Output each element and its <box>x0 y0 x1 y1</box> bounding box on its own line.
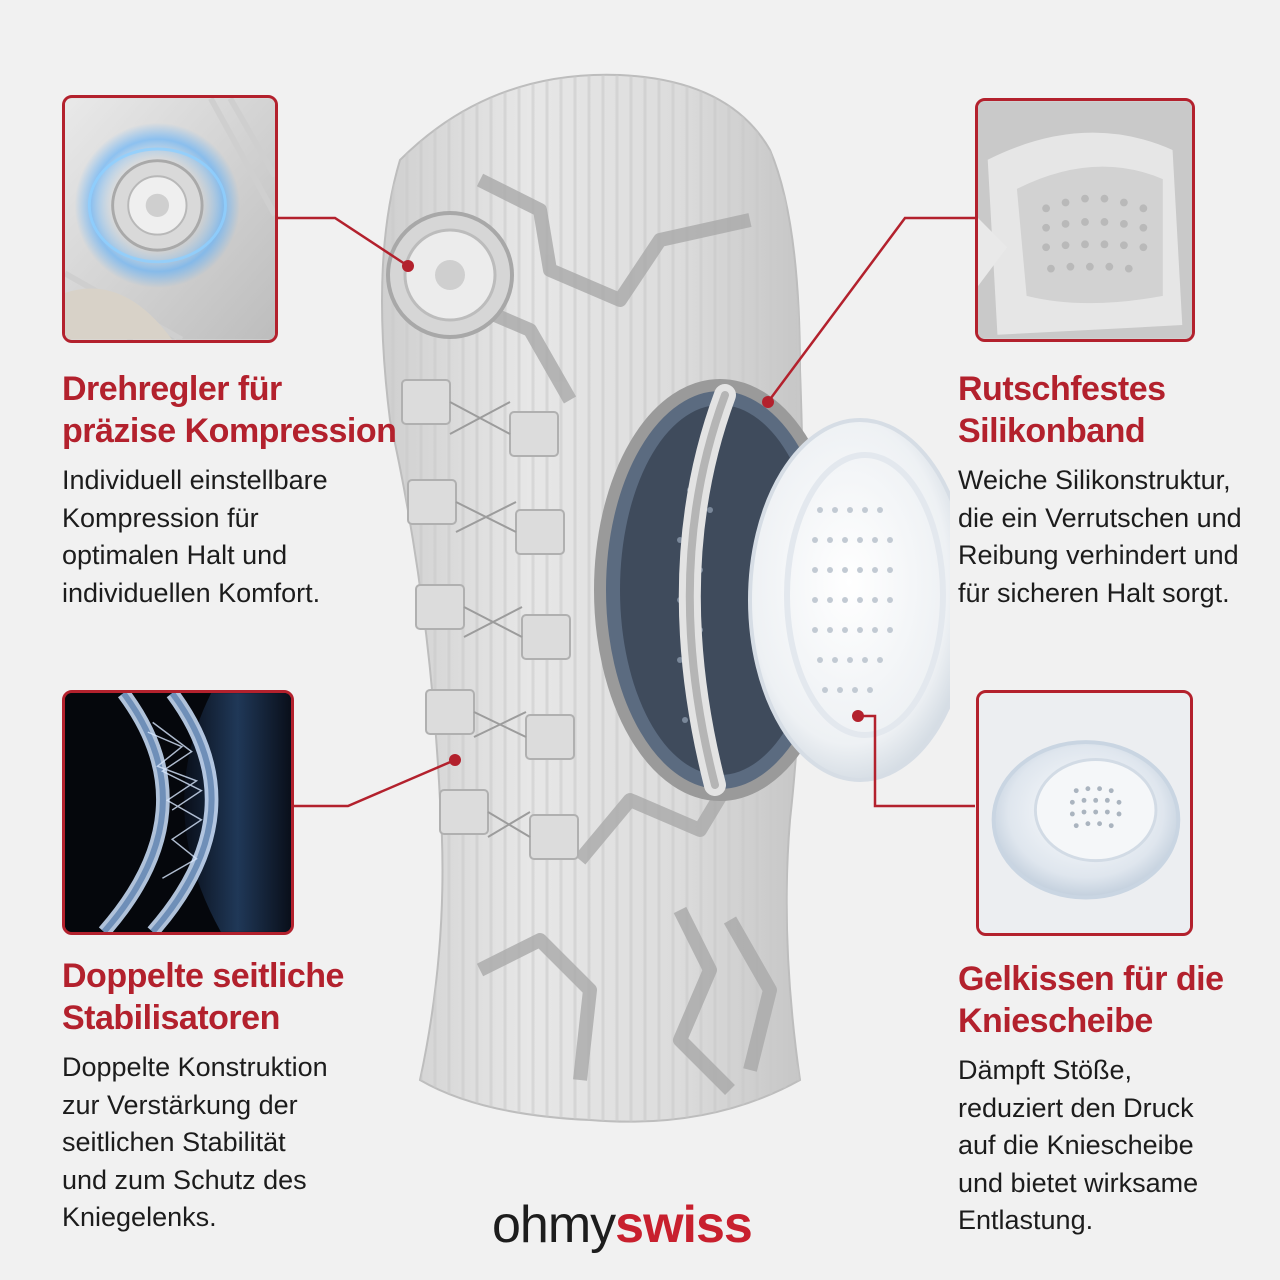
stabilizers-xray-illustration <box>65 693 291 932</box>
feature-stabilizers-title: Doppelte seitliche Stabilisatoren <box>62 957 344 1037</box>
brand-logo: ohmyswiss <box>492 1195 753 1255</box>
dial-closeup-illustration <box>65 98 275 340</box>
feature-dial: Drehregler für präzise Kompression Indiv… <box>62 368 422 612</box>
knee-brace-product-image <box>330 40 950 1180</box>
brand-logo-part2: swiss <box>615 1196 753 1254</box>
feature-silicone-title: Rutschfestes Silikonband <box>958 370 1166 450</box>
dial-detail-image <box>62 95 278 343</box>
feature-dial-title: Drehregler für präzise Kompression <box>62 370 397 450</box>
silicone-band-detail-image <box>975 98 1195 342</box>
feature-gel: Gelkissen für die Kniescheibe Dämpft Stö… <box>958 958 1268 1240</box>
silicone-closeup-illustration <box>978 101 1192 339</box>
stabilizers-detail-image <box>62 690 294 935</box>
feature-stabilizers: Doppelte seitliche Stabilisatoren Doppel… <box>62 955 382 1237</box>
knee-brace-illustration <box>381 73 950 1123</box>
gel-pad-illustration <box>979 693 1190 933</box>
feature-silicone-text: Weiche Silikonstruktur, die ein Verrutsc… <box>958 465 1242 608</box>
gel-pad-detail-image <box>976 690 1193 936</box>
feature-gel-text: Dämpft Stöße, reduziert den Druck auf di… <box>958 1055 1199 1235</box>
brand-logo-part1: ohmy <box>492 1196 616 1254</box>
feature-dial-text: Individuell einstellbare Kompression für… <box>62 465 328 608</box>
feature-gel-title: Gelkissen für die Kniescheibe <box>958 960 1224 1040</box>
feature-stabilizers-text: Doppelte Konstruktion zur Verstärkung de… <box>62 1052 328 1232</box>
feature-silicone: Rutschfestes Silikonband Weiche Silikons… <box>958 368 1268 612</box>
